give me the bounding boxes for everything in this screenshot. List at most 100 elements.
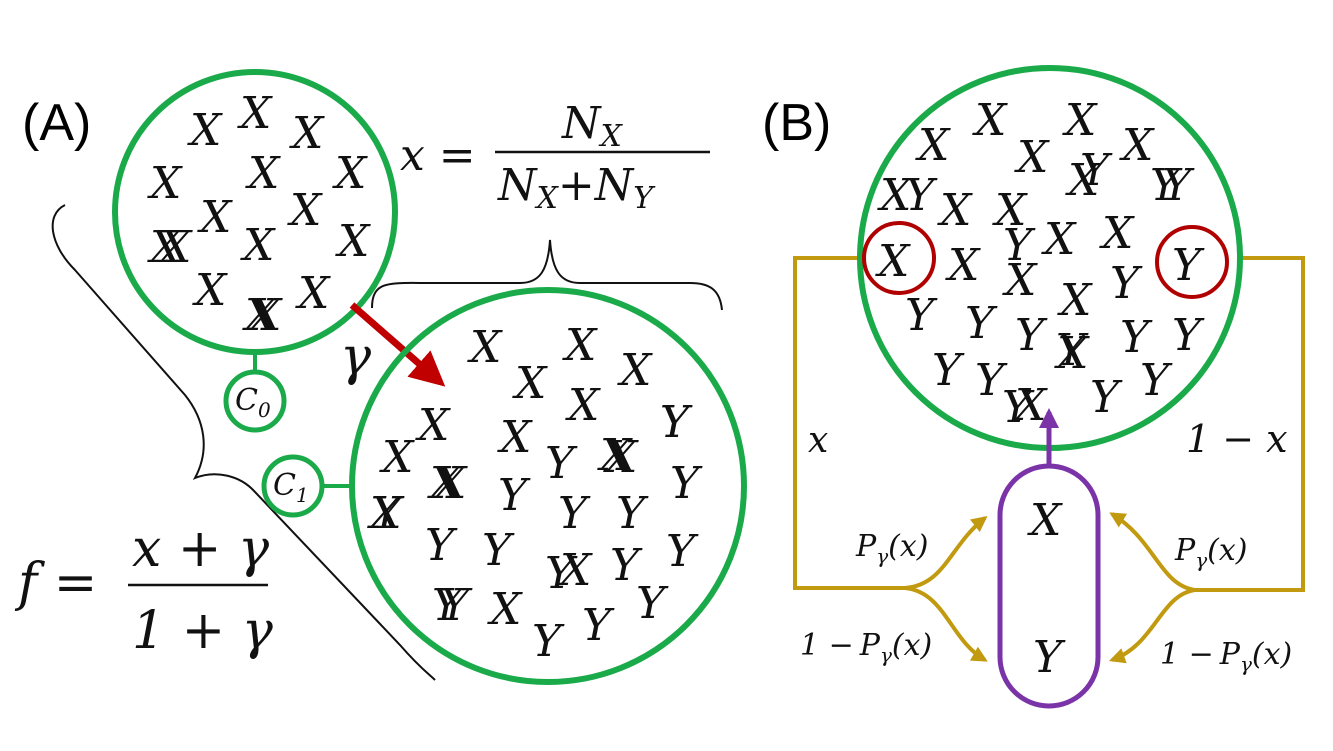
large-colony-letter: Y	[545, 438, 578, 489]
colony-b-letter: Y	[1015, 310, 1048, 361]
large-colony-letter: Y	[660, 397, 693, 448]
x-formula-lhs: x =	[400, 130, 476, 181]
selected-y-circle	[1155, 225, 1229, 299]
colony-b-letter: Y	[905, 290, 938, 341]
colony-b-letter: Y	[1140, 355, 1173, 406]
colony-b-letter: X	[1041, 214, 1077, 265]
small-colony-letter: X	[332, 148, 368, 199]
large-colony-letter: X	[565, 380, 601, 431]
small-colony-letter: X	[197, 192, 233, 243]
left-lower-arrow	[904, 586, 988, 662]
small-colony-letter: X	[247, 290, 283, 341]
large-colony-letter: X	[597, 430, 633, 481]
small-colony-letter: X	[245, 148, 281, 199]
small-colony-letter: X	[147, 222, 183, 273]
p-gamma-right-lower: 1 −Pγ(x)	[1160, 637, 1292, 676]
colony-b-letter: X	[937, 185, 973, 236]
right-gold-frame	[1195, 256, 1305, 592]
f-formula: f = x + γ 1 + γ	[14, 519, 274, 661]
colony-b-letter: X	[1119, 120, 1155, 171]
pill-y-letter: Y	[1033, 632, 1066, 683]
large-colony-letter: X	[512, 358, 548, 409]
colony-b-letter: X	[992, 185, 1028, 236]
large-colony-letter: Y	[660, 397, 693, 448]
small-colony-letter: X	[287, 185, 323, 236]
panel-b-label: (B)	[762, 94, 831, 152]
large-colony-letter: Y	[545, 548, 578, 599]
colony-b-letter: Y	[1110, 258, 1143, 309]
panel-a-label: (A)	[22, 94, 91, 152]
small-colony-letter: X	[242, 290, 278, 341]
selected-x-letter: X	[875, 236, 911, 287]
colony-b-letter: X	[1014, 132, 1050, 183]
transfer-arrow	[349, 302, 446, 387]
left-upper-arrow	[904, 516, 988, 590]
gamma-label: γ	[340, 327, 372, 387]
colony-b-letter: Y	[1080, 145, 1113, 196]
left-probability: x	[808, 420, 828, 461]
c0-node	[223, 369, 287, 433]
right-probability: 1 − x	[1186, 417, 1288, 461]
top-brace	[371, 239, 723, 311]
large-colony-letter: Y	[482, 525, 515, 576]
large-colony-letter: Y	[636, 578, 669, 629]
large-colony-letter: Y	[558, 488, 591, 539]
right-lower-arrow	[1108, 588, 1196, 664]
large-colony-letter: Y	[440, 580, 473, 631]
colony-b-letter: Y	[965, 298, 998, 349]
large-colony-letter: X	[557, 545, 593, 596]
left-gold-frame	[793, 256, 905, 590]
small-colony-letter: X	[187, 105, 223, 156]
x-formula: x = NX NX+NY	[400, 98, 710, 216]
large-colony-letter: Y	[372, 488, 405, 539]
large-colony-letter: X	[497, 412, 533, 463]
large-colony-letter: Y	[498, 470, 531, 521]
colony-b-letter: Y	[1150, 160, 1183, 211]
right-upper-arrow	[1109, 512, 1196, 592]
colony-b-letter: X	[915, 120, 951, 171]
colony-b-letter: Y	[905, 170, 938, 221]
c1-node	[261, 454, 325, 518]
x-formula-denominator: NX+NY	[497, 160, 656, 216]
large-colony-letter: Y	[532, 616, 565, 667]
x-formula-numerator: NX	[561, 98, 624, 154]
large-colony-letter: X	[427, 458, 463, 509]
left-brace	[51, 204, 436, 681]
large-colony-letter: X	[379, 432, 415, 483]
large-colony-letter: Y	[610, 540, 643, 591]
f-formula-numerator: x + γ	[132, 519, 270, 579]
large-colony-letter: Y	[582, 600, 615, 651]
colony-b-letter: Y	[1172, 310, 1205, 361]
p-gamma-left-lower: 1 −Pγ(x)	[800, 628, 932, 667]
colony-b-letter: X	[1002, 255, 1038, 306]
large-colony-letter: Y	[425, 520, 458, 571]
large-colony-letter: X	[467, 322, 503, 373]
large-colony-letter: X	[367, 488, 403, 539]
large-colony-letter: X	[562, 320, 598, 371]
colony-b-letter: X	[1062, 95, 1098, 146]
colony-b-letter: X	[972, 95, 1008, 146]
colony-b-letter: X	[1012, 380, 1048, 431]
c0-label: C0	[235, 383, 271, 422]
colony-b-letter: X	[1057, 275, 1093, 326]
small-colony-letter: X	[335, 216, 371, 267]
pill-x-letter: X	[1027, 495, 1063, 546]
large-colony-letter: Y	[432, 580, 465, 631]
f-formula-lhs: f =	[14, 553, 97, 613]
colony-b-letter: Y	[1090, 372, 1123, 423]
large-colony-letter: Y	[670, 458, 703, 509]
small-colony-letter: X	[289, 108, 325, 159]
selected-y-letter: Y	[1172, 240, 1205, 291]
f-formula-denominator: 1 + γ	[132, 601, 274, 661]
p-gamma-right-upper: Pγ(x)	[1174, 533, 1247, 572]
large-colony-letter: X	[617, 345, 653, 396]
small-colony-letter: X	[237, 88, 273, 139]
small-colony-letter: X	[192, 265, 228, 316]
large-colony-letter: X	[367, 488, 403, 539]
large-colony-letter: X	[603, 432, 639, 483]
small-colony-letter: X	[157, 222, 193, 273]
selected-x-circle	[862, 221, 936, 295]
colony-b-letter: Y	[1002, 382, 1035, 433]
